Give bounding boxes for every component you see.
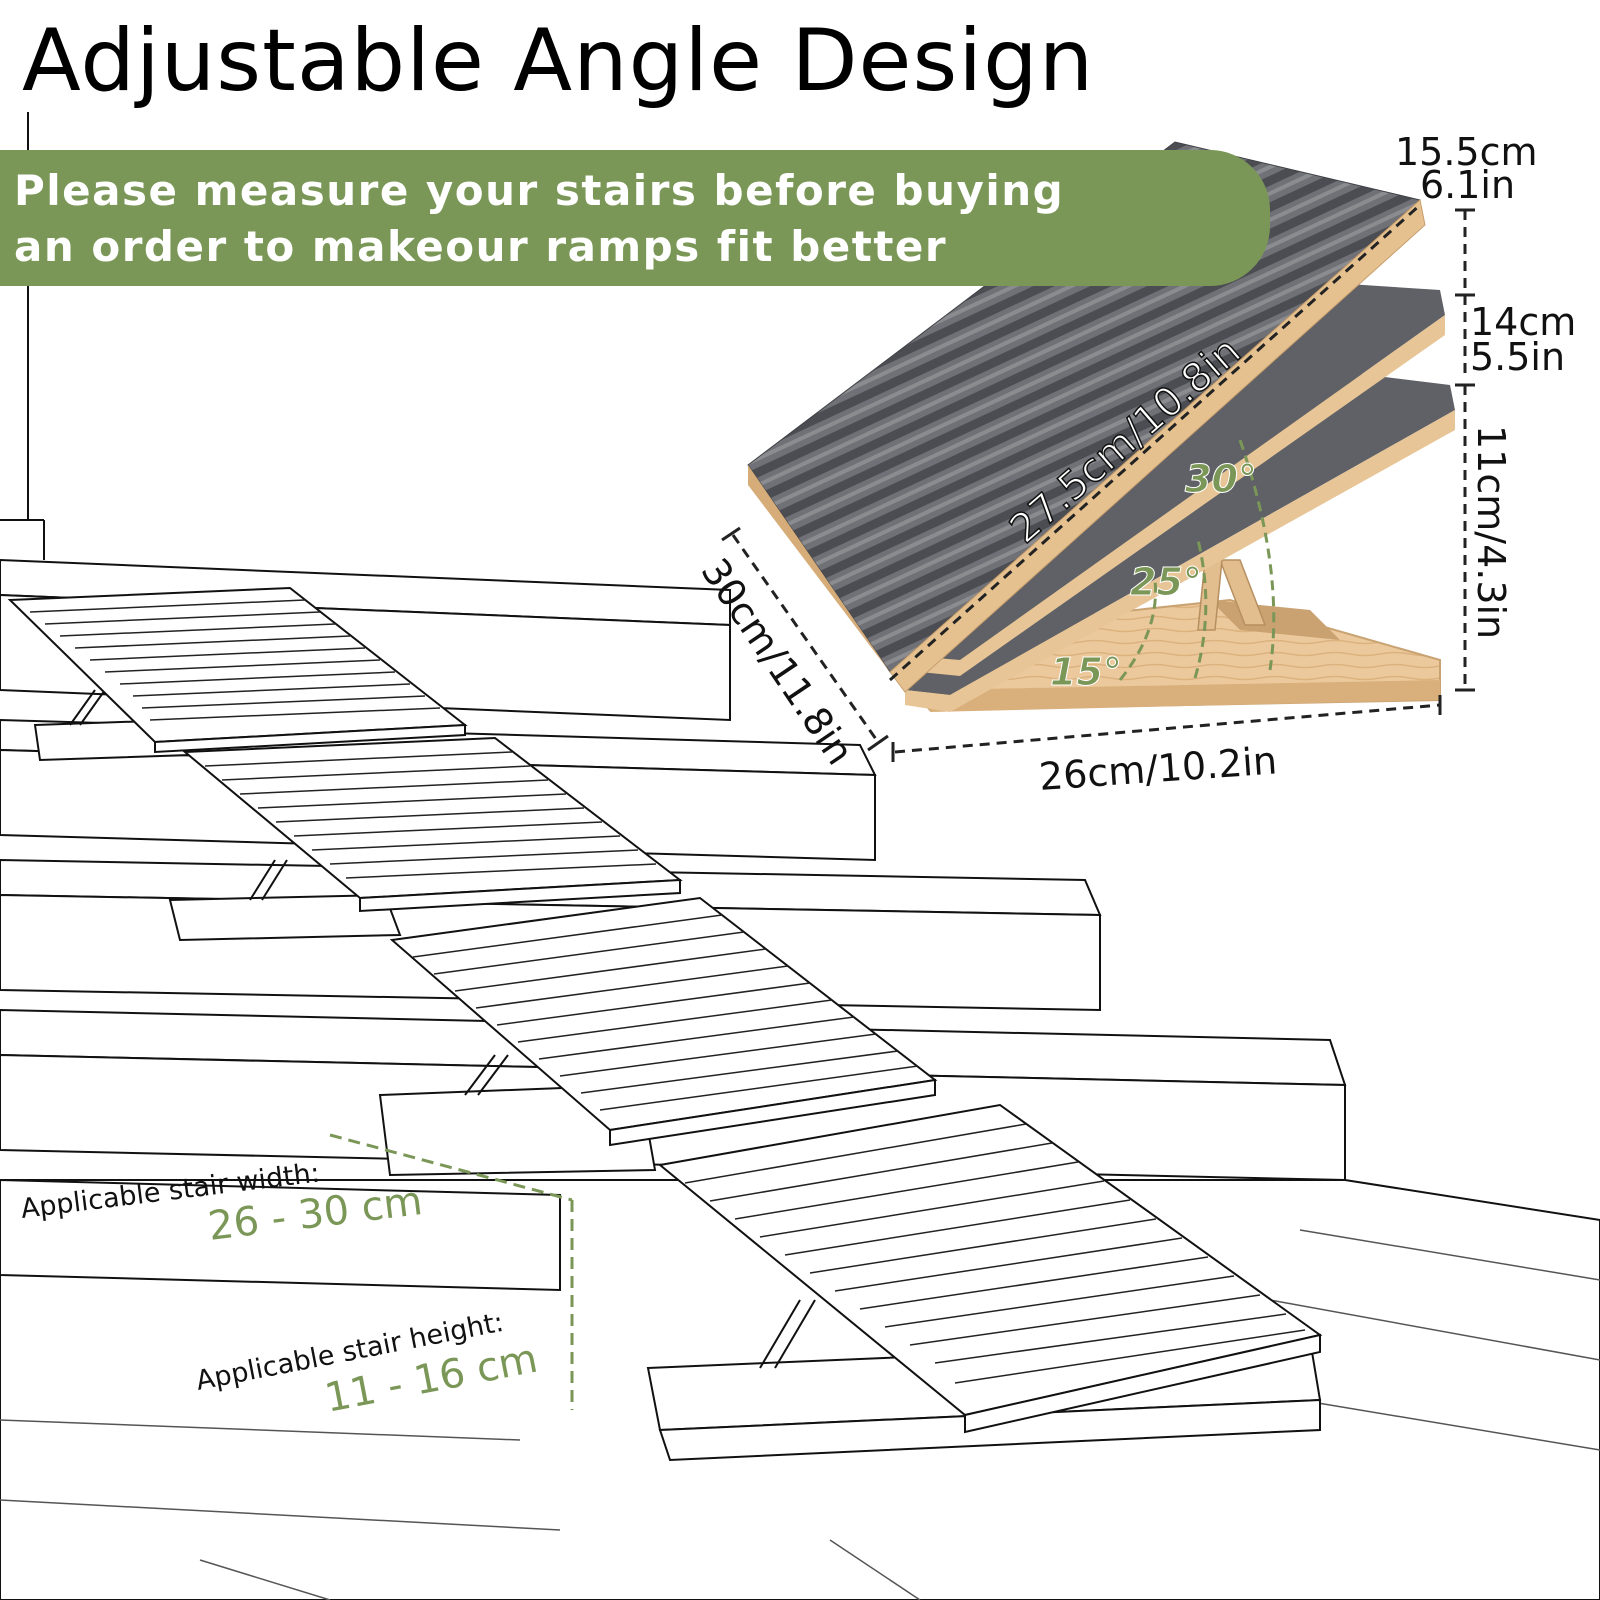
notice-banner-line-1: Please measure your stairs before buying bbox=[14, 166, 1065, 215]
page-title: Adjustable Angle Design bbox=[22, 11, 1095, 111]
height-low-label: 11cm/4.3in bbox=[1469, 425, 1513, 639]
angle-15-label: 15° bbox=[1050, 650, 1122, 694]
angle-arcs bbox=[1118, 439, 1276, 681]
notice-banner bbox=[0, 150, 1270, 286]
height-top-cm-label: 15.5cm bbox=[1395, 130, 1538, 174]
height-mid-in-label: 5.5in bbox=[1470, 335, 1565, 379]
angle-30-label: 30° bbox=[1185, 457, 1257, 501]
angle-25-label: 25° bbox=[1130, 560, 1202, 604]
staircase-drawing bbox=[0, 112, 1600, 1600]
dimension-ticks bbox=[721, 208, 1475, 762]
base-length-label: 26cm/10.2in bbox=[1038, 738, 1279, 799]
applicable-range-lines bbox=[329, 1133, 574, 1410]
height-top-in-label: 6.1in bbox=[1420, 163, 1515, 207]
notice-banner-line-2: an order to makeour ramps fit better bbox=[14, 222, 948, 271]
height-mid-cm-label: 14cm bbox=[1470, 300, 1576, 344]
